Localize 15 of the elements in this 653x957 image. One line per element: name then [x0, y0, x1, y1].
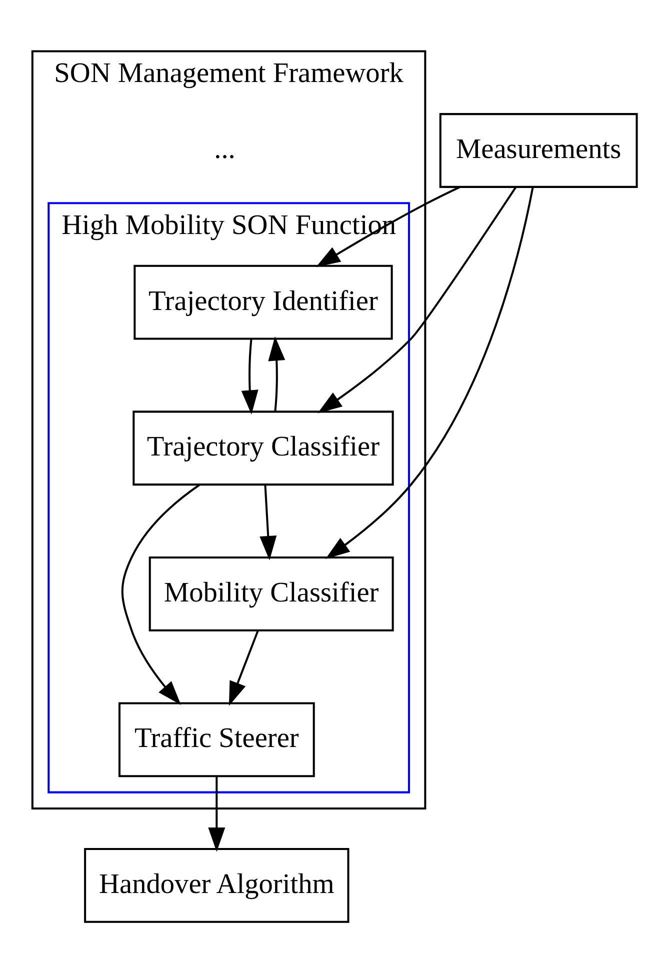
arrow	[318, 186, 517, 414]
arrow	[260, 485, 277, 560]
arrow	[208, 776, 226, 852]
arrow	[268, 336, 286, 412]
node-box: Traffic Steerer	[118, 702, 315, 778]
node-box: Trajectory Classifier	[132, 410, 394, 486]
arrow	[121, 484, 200, 706]
node-box: Measurements	[439, 113, 638, 188]
node-box: Handover Algorithm	[84, 848, 350, 923]
node-box: Mobility Classifier	[148, 556, 394, 632]
node-box: Trajectory Identifier	[134, 264, 393, 340]
arrow	[228, 630, 259, 706]
arrow	[325, 187, 534, 559]
arrow	[241, 339, 258, 415]
node-text: ...	[214, 134, 236, 165]
